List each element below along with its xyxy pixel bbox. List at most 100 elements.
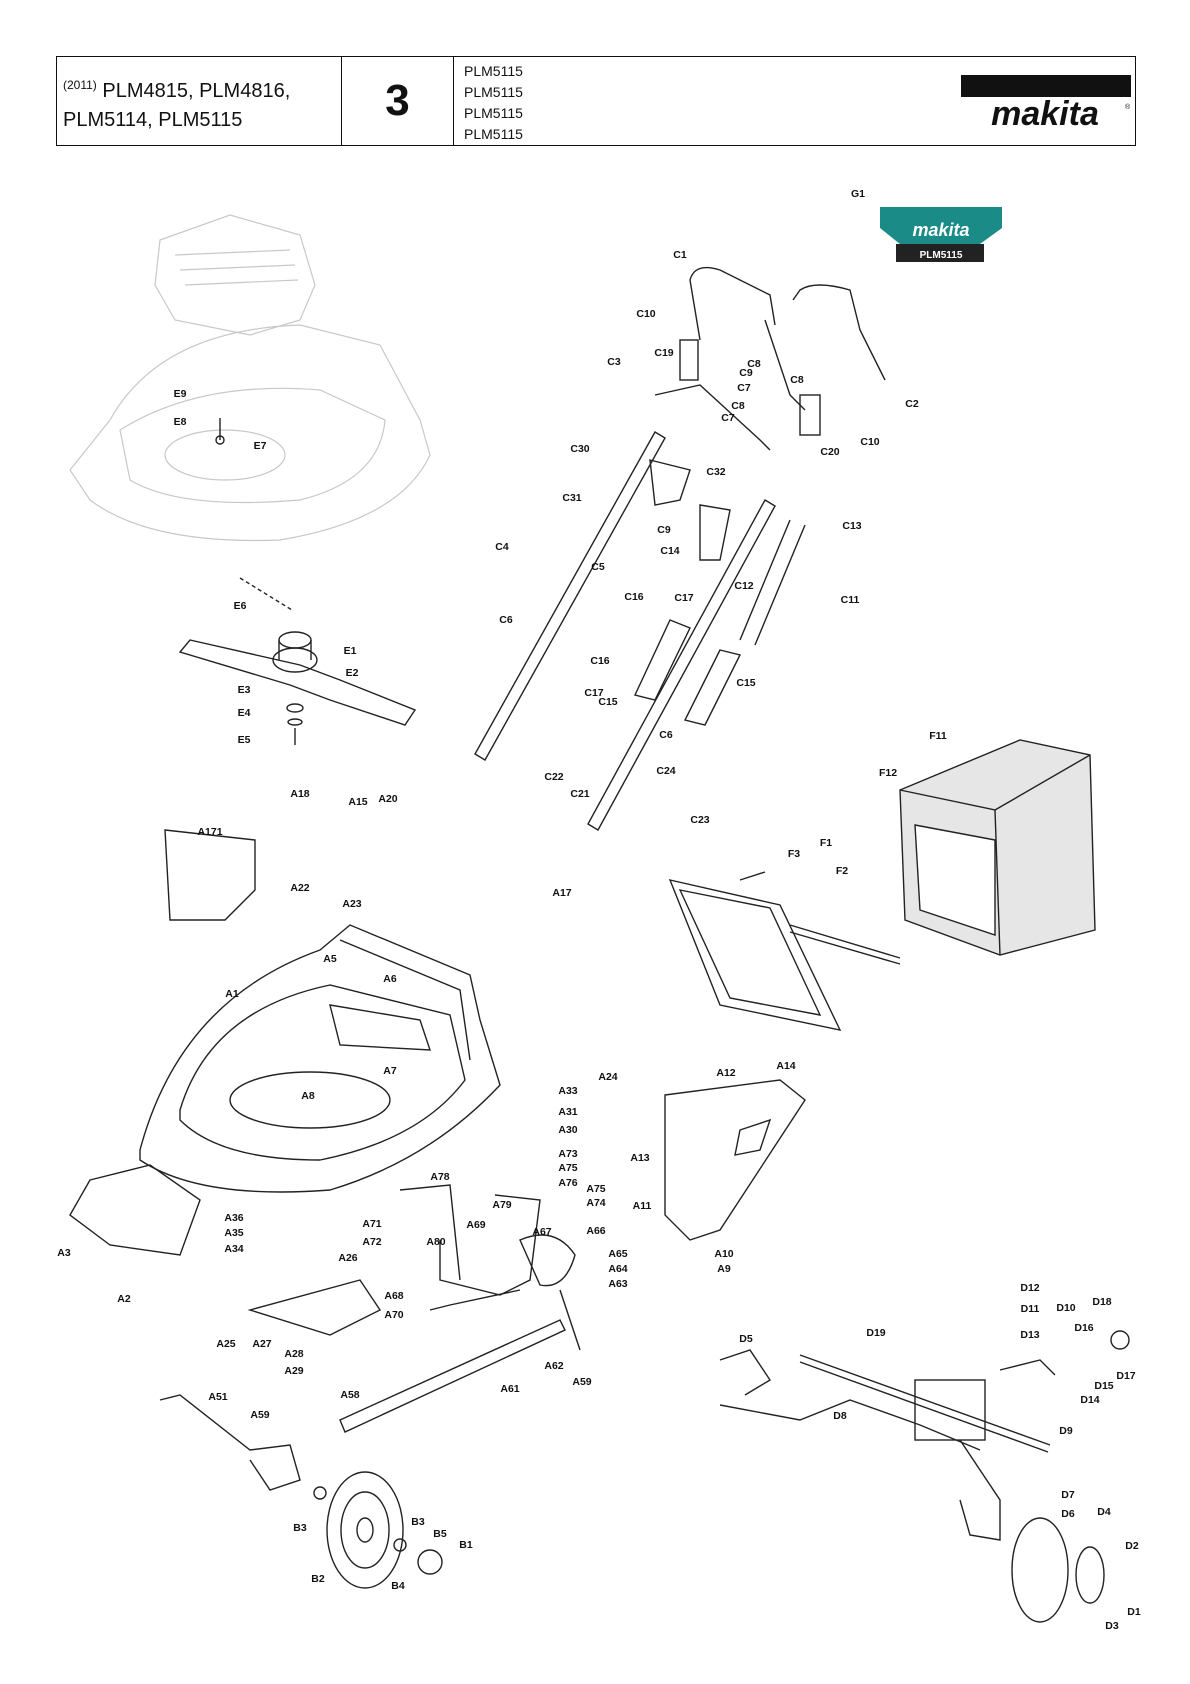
part-label-d16: D16 (1074, 1322, 1093, 1334)
variant-3: PLM5115 (464, 105, 523, 121)
part-label-c11: C11 (841, 594, 860, 606)
part-label-d6: D6 (1061, 1508, 1075, 1520)
part-label-a69: A69 (466, 1219, 485, 1231)
part-label-a74: A74 (586, 1197, 605, 1209)
part-label-a15: A15 (348, 796, 367, 808)
part-label-e4: E4 (238, 707, 251, 719)
part-label-d3: D3 (1105, 1620, 1119, 1632)
part-label-b3: B3 (293, 1522, 307, 1534)
part-label-a78: A78 (430, 1171, 449, 1183)
part-label-a13: A13 (630, 1152, 649, 1164)
part-label-d2: D2 (1125, 1540, 1139, 1552)
title-block: (2011) PLM4815, PLM4816, PLM5114, PLM511… (56, 56, 1136, 146)
part-label-f12: F12 (879, 767, 897, 779)
part-label-e1: E1 (344, 645, 357, 657)
part-label-a24: A24 (598, 1071, 617, 1083)
variant-list: PLM5115 PLM5115 PLM5115 PLM5115 makita ® (454, 57, 1135, 145)
svg-text:makita: makita (991, 95, 1099, 131)
part-label-a27: A27 (252, 1338, 271, 1350)
part-label-e5: E5 (238, 734, 251, 746)
page-number: 3 (342, 57, 454, 145)
part-label-a65: A65 (608, 1248, 627, 1260)
part-label-d14: D14 (1080, 1394, 1099, 1406)
year: (2011) (63, 78, 97, 92)
part-label-c10: C10 (860, 436, 879, 448)
svg-text:®: ® (1125, 103, 1131, 111)
variant-2: PLM5115 (464, 84, 523, 100)
part-label-c1: C1 (673, 249, 687, 261)
part-label-d10: D10 (1056, 1302, 1075, 1314)
part-label-a63: A63 (608, 1278, 627, 1290)
part-label-a64: A64 (608, 1263, 627, 1275)
part-label-a14: A14 (776, 1060, 795, 1072)
part-label-a7: A7 (383, 1065, 397, 1077)
svg-text:makita: makita (912, 220, 969, 240)
part-label-a17: A17 (552, 887, 571, 899)
part-label-f2: F2 (836, 865, 848, 877)
variant-4: PLM5115 (464, 126, 523, 142)
models-line-1: PLM4815, PLM4816, (102, 80, 291, 102)
part-label-b2: B2 (311, 1573, 325, 1585)
part-label-c16: C16 (624, 591, 643, 603)
model-list: (2011) PLM4815, PLM4816, PLM5114, PLM511… (57, 57, 342, 145)
part-label-g1: G1 (851, 188, 865, 200)
part-label-a6: A6 (383, 973, 397, 985)
part-label-c15: C15 (736, 677, 755, 689)
part-label-d5: D5 (739, 1333, 753, 1345)
part-label-a75: A75 (586, 1183, 605, 1195)
part-label-a22: A22 (290, 882, 309, 894)
part-label-d11: D11 (1021, 1303, 1040, 1315)
part-label-d9: D9 (1059, 1425, 1073, 1437)
part-label-a20: A20 (378, 793, 397, 805)
part-label-c15: C15 (598, 696, 617, 708)
part-label-a75: A75 (558, 1162, 577, 1174)
part-label-a9: A9 (717, 1263, 731, 1275)
makita-logo-icon: makita ® (961, 75, 1131, 131)
part-label-c23: C23 (690, 814, 709, 826)
part-label-a58: A58 (340, 1389, 359, 1401)
part-label-c4: C4 (495, 541, 509, 553)
part-label-c24: C24 (656, 765, 675, 777)
part-label-c7: C7 (737, 382, 751, 394)
mower-deck (69, 829, 501, 1256)
part-label-c12: C12 (734, 580, 753, 592)
bag-frame (668, 871, 901, 1031)
rear-shield (664, 1079, 806, 1241)
blade-assembly (178, 418, 417, 745)
part-label-a31: A31 (558, 1106, 577, 1118)
variant-1: PLM5115 (464, 63, 523, 79)
part-label-c9: C9 (739, 367, 753, 379)
part-label-a35: A35 (224, 1227, 243, 1239)
front-wheel (313, 1471, 443, 1589)
part-label-a68: A68 (384, 1290, 403, 1302)
svg-text:PLM5115: PLM5115 (920, 250, 963, 261)
part-label-e8: E8 (174, 416, 187, 428)
part-label-a59: A59 (250, 1409, 269, 1421)
part-label-a5: A5 (323, 953, 337, 965)
part-label-a12: A12 (716, 1067, 735, 1079)
part-label-b3: B3 (411, 1516, 425, 1528)
part-label-a2: A2 (117, 1293, 131, 1305)
part-label-c19: C19 (654, 347, 673, 359)
part-label-c5: C5 (591, 561, 605, 573)
part-label-a67: A67 (532, 1226, 551, 1238)
grass-bag (899, 739, 1096, 956)
part-label-a80: A80 (426, 1236, 445, 1248)
part-label-e3: E3 (238, 684, 251, 696)
part-label-a36: A36 (224, 1212, 243, 1224)
part-label-a26: A26 (338, 1252, 357, 1264)
part-label-c21: C21 (570, 788, 589, 800)
part-label-b1: B1 (459, 1539, 473, 1551)
part-label-a171: A171 (197, 826, 222, 838)
part-label-a59: A59 (572, 1376, 591, 1388)
part-label-c2: C2 (905, 398, 919, 410)
part-label-a61: A61 (500, 1383, 519, 1395)
part-label-c16: C16 (590, 655, 609, 667)
part-label-a18: A18 (290, 788, 309, 800)
part-label-c6: C6 (659, 729, 673, 741)
part-label-e9: E9 (174, 388, 187, 400)
part-label-d18: D18 (1092, 1296, 1111, 1308)
part-label-c17: C17 (584, 687, 603, 699)
part-label-a10: A10 (714, 1248, 733, 1260)
